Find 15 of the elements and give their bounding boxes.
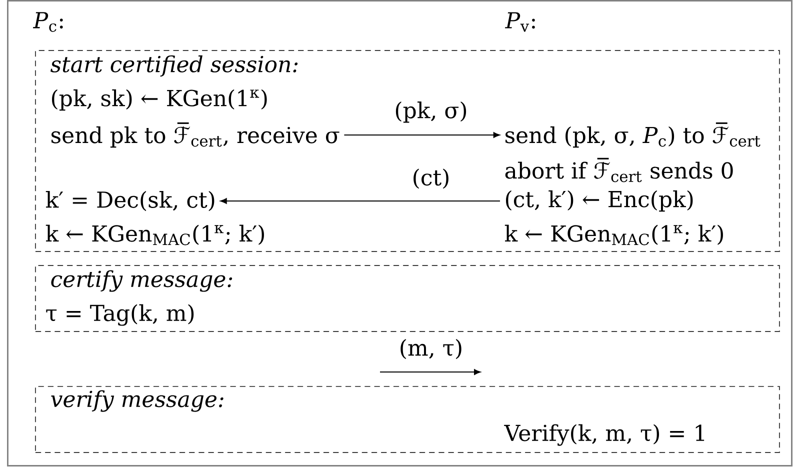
arrow	[344, 132, 500, 138]
protocol-step: (ct, k′) ← Enc(pk)	[506, 190, 693, 212]
arrow	[220, 198, 500, 204]
protocol-step: (pk, sk) ← KGen(1$^{κ}$)	[52, 89, 267, 111]
section-box: verify message: Verify(k, m, τ) = 1	[35, 386, 780, 453]
protocol-step: abort if ℱ̅$_{cert}$ sends 0	[505, 158, 733, 182]
section-box: certify message: τ = Tag(k, m)	[35, 265, 780, 332]
protocol-step: k ← KGen$_{MAC}$(1$^{κ}$; k′)	[46, 224, 264, 246]
protocol-step: send (pk, σ, P$_{c}$) to ℱ̅$_{cert}$	[506, 122, 760, 148]
edge-label: (ct)	[410, 167, 452, 190]
protocol-step: send pk to ℱ̅$_{cert}$, receive σ	[52, 122, 340, 148]
edge-label: (pk, σ)	[392, 100, 470, 124]
protocol-step: k ← KGen$_{MAC}$(1$^{κ}$; k′)	[504, 224, 723, 246]
protocol-step: k′ = Dec(sk, ct)	[46, 190, 214, 212]
message-label: (m, τ)	[400, 338, 462, 360]
